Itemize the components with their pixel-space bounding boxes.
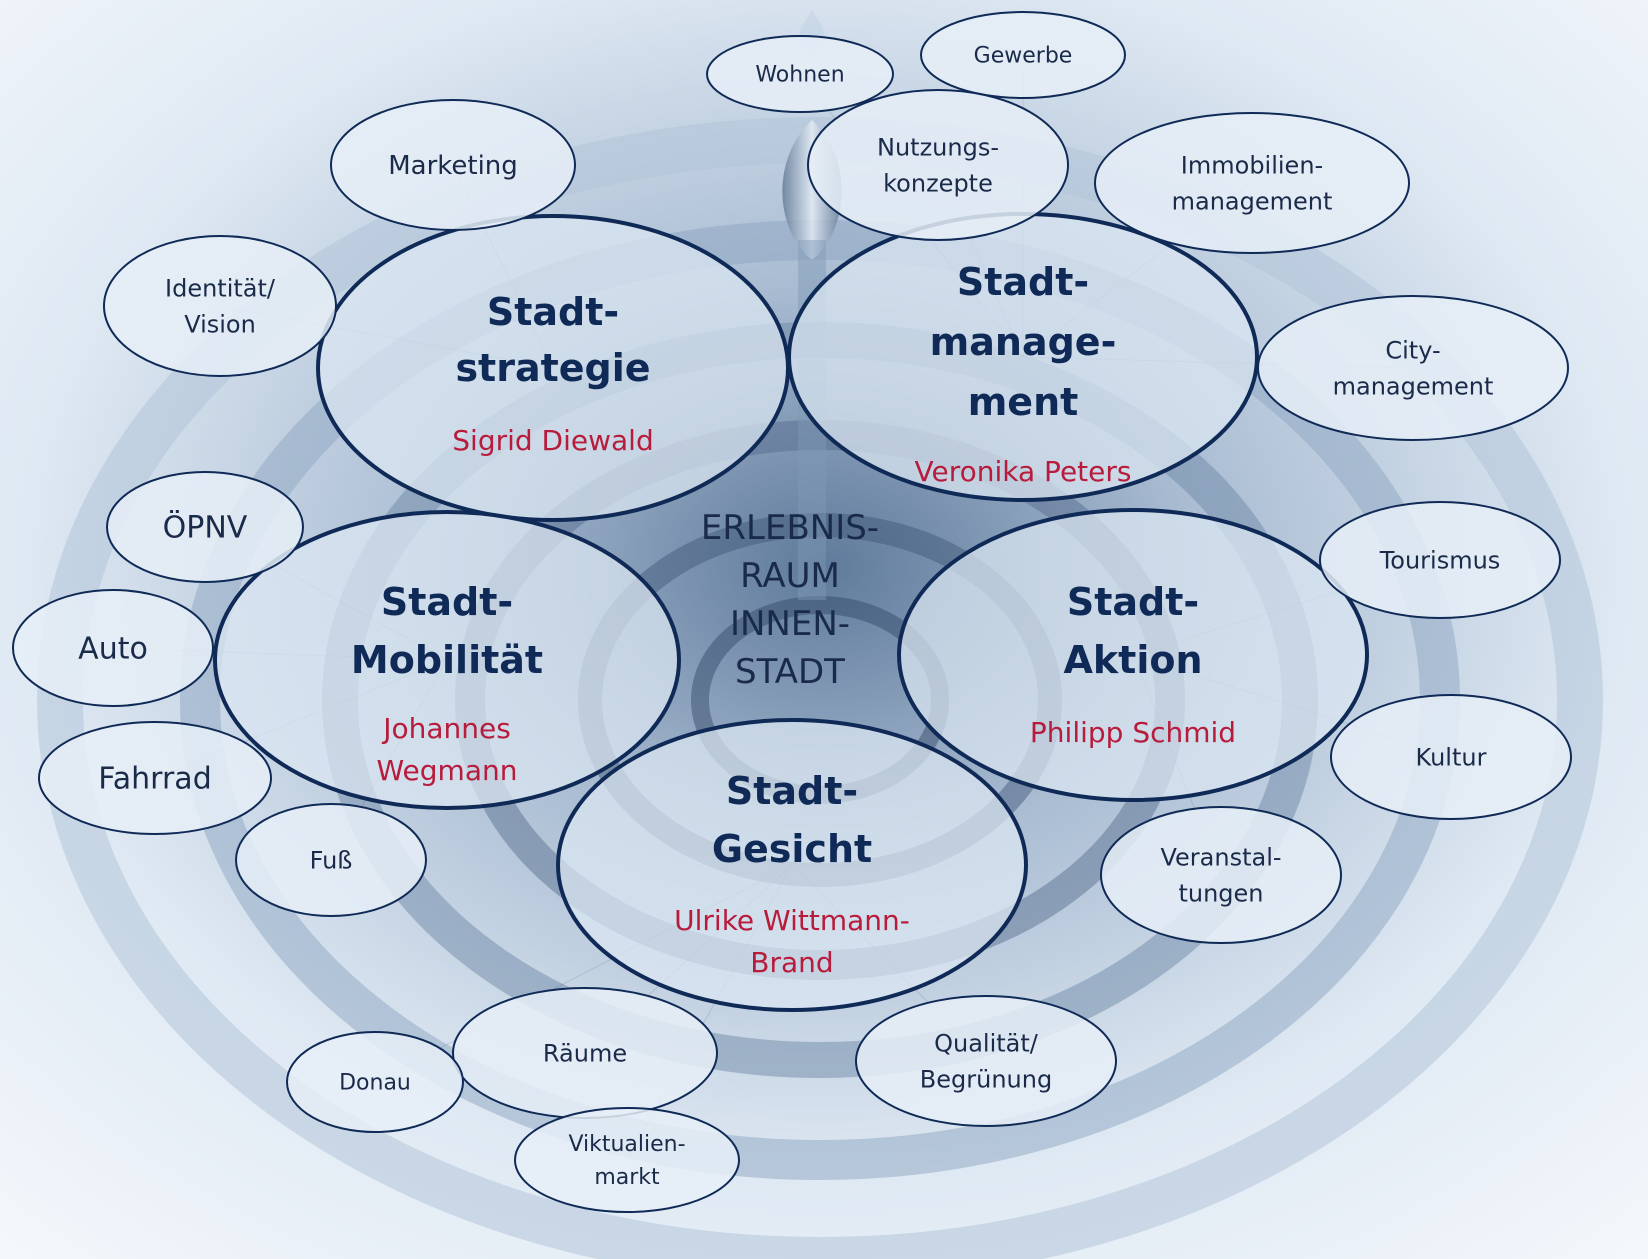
topic-node-label: Fuß xyxy=(310,846,353,874)
topic-node-label: Tourismus xyxy=(1379,546,1501,574)
topic-node-viktualienmarkt[interactable]: Viktualien-markt xyxy=(514,1107,740,1213)
topic-node-label: Gewerbe xyxy=(974,44,1073,69)
topic-node-label: Veranstal- xyxy=(1160,843,1281,871)
topic-node-ellipse xyxy=(920,11,1126,99)
main-node-ellipse xyxy=(213,510,681,810)
topic-node-gewerbe[interactable]: Gewerbe xyxy=(920,11,1126,99)
main-node-person: Veronika Peters xyxy=(915,455,1132,488)
main-node-title: Gesicht xyxy=(712,827,872,871)
main-node-title: ment xyxy=(968,380,1079,424)
topic-node-citymanagement[interactable]: City-management xyxy=(1257,295,1569,441)
topic-node-label: ÖPNV xyxy=(163,510,248,546)
topic-node-kultur[interactable]: Kultur xyxy=(1330,694,1572,820)
main-node-title: Stadt- xyxy=(1067,580,1199,624)
topic-node-nutzungskonzepte[interactable]: Nutzungs-konzepte xyxy=(807,89,1069,241)
topic-node-label: Auto xyxy=(78,632,148,667)
topic-node-immobilienmanagement[interactable]: Immobilien-management xyxy=(1094,112,1410,254)
main-node-title: Stadt- xyxy=(381,580,513,624)
topic-node-label: Qualität/ xyxy=(934,1029,1039,1057)
topic-node-ellipse xyxy=(1100,806,1342,944)
topic-node-label: Donau xyxy=(339,1071,411,1096)
topic-nodes: WohnenGewerbeNutzungs-konzepteImmobilien… xyxy=(12,11,1572,1213)
topic-node-veranstaltungen[interactable]: Veranstal-tungen xyxy=(1100,806,1342,944)
topic-node-ellipse xyxy=(1257,295,1569,441)
topic-node-ellipse xyxy=(1330,694,1572,820)
topic-node-label: markt xyxy=(594,1165,660,1190)
topic-node-raeume[interactable]: Räume xyxy=(452,987,718,1119)
topic-node-oepnv[interactable]: ÖPNV xyxy=(106,471,304,583)
topic-node-label: konzepte xyxy=(883,169,993,197)
center-label-line: RAUM xyxy=(740,556,840,596)
topic-node-ellipse xyxy=(1094,112,1410,254)
center-label-line: STADT xyxy=(735,652,845,692)
main-node-title: Stadt- xyxy=(957,260,1089,304)
topic-node-wohnen[interactable]: Wohnen xyxy=(706,35,894,113)
center-label: ERLEBNIS- RAUM INNEN- STADT xyxy=(701,508,879,692)
topic-node-label: City- xyxy=(1385,336,1440,364)
topic-node-label: Kultur xyxy=(1416,743,1487,771)
topic-node-marketing[interactable]: Marketing xyxy=(330,99,576,231)
topic-node-fuss[interactable]: Fuß xyxy=(235,803,427,917)
topic-node-ellipse xyxy=(12,589,214,707)
topic-node-ellipse xyxy=(514,1107,740,1213)
main-node-person: Sigrid Diewald xyxy=(452,424,653,457)
main-node-title: Stadt- xyxy=(487,290,619,334)
main-node-person: Philipp Schmid xyxy=(1030,716,1236,749)
topic-node-label: Wohnen xyxy=(755,63,844,88)
main-node-person: Ulrike Wittmann- xyxy=(674,904,910,937)
main-node-person: Wegmann xyxy=(377,754,518,787)
topic-node-identitaet[interactable]: Identität/Vision xyxy=(103,235,337,377)
topic-node-ellipse xyxy=(106,471,304,583)
topic-node-ellipse xyxy=(38,721,272,835)
main-node-title: Aktion xyxy=(1063,638,1202,682)
topic-node-ellipse xyxy=(235,803,427,917)
topic-node-label: Viktualien- xyxy=(568,1132,685,1157)
topic-node-fahrrad[interactable]: Fahrrad xyxy=(38,721,272,835)
main-node-title: Mobilität xyxy=(351,638,543,682)
topic-node-ellipse xyxy=(103,235,337,377)
topic-node-label: Räume xyxy=(543,1039,627,1067)
topic-node-donau[interactable]: Donau xyxy=(286,1031,464,1133)
topic-node-label: management xyxy=(1333,372,1494,400)
topic-node-label: Nutzungs- xyxy=(877,133,999,161)
topic-node-label: Vision xyxy=(184,310,256,338)
topic-node-label: Marketing xyxy=(388,151,518,181)
topic-node-label: tungen xyxy=(1178,879,1263,907)
topic-node-ellipse xyxy=(1319,501,1561,619)
center-label-line: ERLEBNIS- xyxy=(701,508,879,548)
topic-node-tourismus[interactable]: Tourismus xyxy=(1319,501,1561,619)
topic-node-auto[interactable]: Auto xyxy=(12,589,214,707)
topic-node-qualitaet[interactable]: Qualität/Begrünung xyxy=(855,995,1117,1127)
main-node-title: Stadt- xyxy=(726,769,858,813)
center-label-line: INNEN- xyxy=(730,604,850,644)
main-node-title: strategie xyxy=(455,346,650,390)
topic-node-ellipse xyxy=(855,995,1117,1127)
main-node-person: Brand xyxy=(750,946,833,979)
topic-node-label: Fahrrad xyxy=(98,762,211,797)
main-node-person: Johannes xyxy=(381,712,511,745)
topic-node-ellipse xyxy=(330,99,576,231)
topic-node-ellipse xyxy=(807,89,1069,241)
main-node-ellipse xyxy=(556,718,1028,1012)
topic-node-ellipse xyxy=(706,35,894,113)
topic-node-label: Begrünung xyxy=(920,1065,1052,1093)
topic-node-label: management xyxy=(1172,187,1333,215)
topic-node-label: Immobilien- xyxy=(1181,151,1323,179)
main-node-ellipse xyxy=(897,508,1369,802)
topic-node-label: Identität/ xyxy=(165,274,276,302)
topic-node-ellipse xyxy=(286,1031,464,1133)
main-node-title: manage- xyxy=(930,320,1117,364)
